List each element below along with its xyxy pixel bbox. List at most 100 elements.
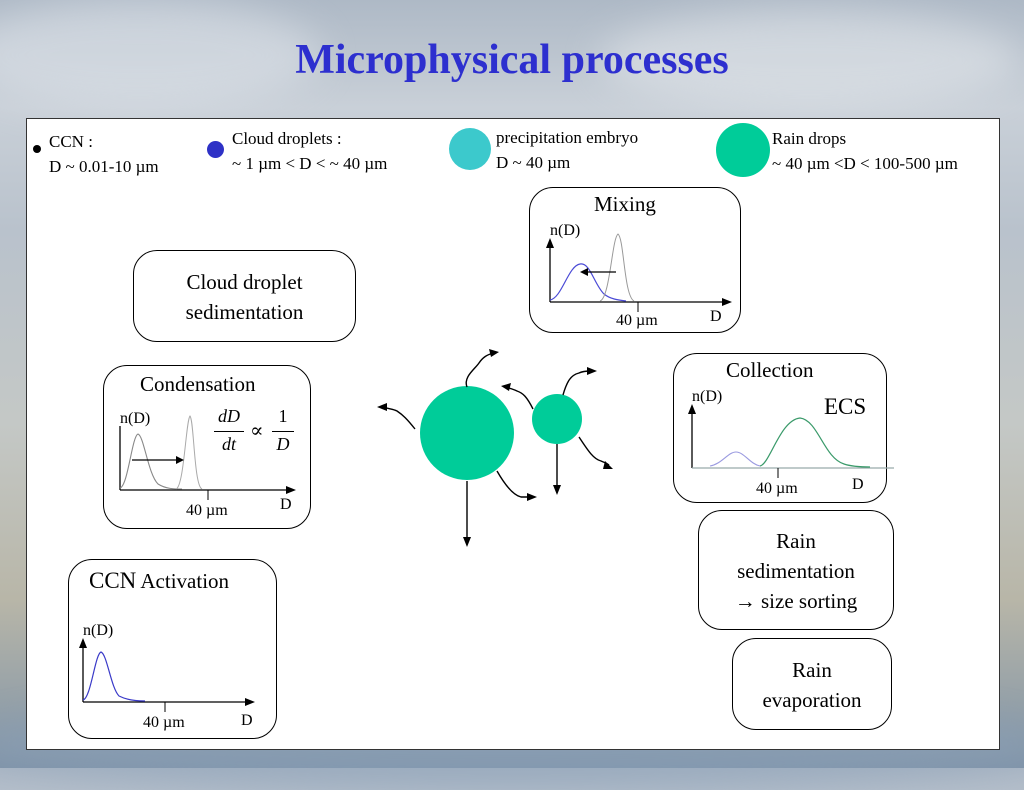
cloud-sedimentation-label: Cloud droplet sedimentation: [134, 267, 355, 327]
condensation-equation: dD dt ∝ 1 D: [212, 406, 308, 458]
mixing-y-arrowhead: [546, 238, 554, 248]
small-drop-up-arrow: [562, 370, 592, 396]
legend-embryo-range: D ~ 40 µm: [496, 153, 571, 172]
condensation-arrowhead: [176, 456, 184, 464]
mixing-cloud-curve: [549, 263, 627, 302]
ccn-activation-ylabel: n(D): [83, 622, 114, 639]
rain-sedimentation-line2: sedimentation: [737, 559, 855, 583]
ccn-dot: [33, 145, 41, 153]
small-rain-drop: [532, 394, 582, 444]
mixing-box: Mixing n(D) 40 µm D: [529, 187, 741, 333]
ccn-activation-xlabel: D: [241, 712, 253, 729]
collection-plot: [688, 404, 894, 478]
condensation-x-arrowhead: [286, 486, 296, 494]
condensation-xlabel: D: [280, 496, 292, 513]
eq-fraction-bar: [214, 431, 244, 432]
mixing-title: Mixing: [594, 192, 656, 216]
eq-denominator: dt: [221, 434, 236, 454]
cloud-sedimentation-line1: Cloud droplet: [186, 270, 303, 294]
collection-cloud-curve: [709, 451, 761, 467]
condensation-box: Condensation n(D) dD dt ∝ 1 D 40 µm D: [103, 365, 311, 529]
eq-proportional: ∝: [250, 420, 264, 442]
legend-ccn: CCN : D ~ 0.01-10 µm: [49, 129, 159, 179]
large-drop-left-arrow: [382, 406, 416, 430]
central-drops-diagram: [377, 349, 613, 547]
collection-ecs-label: ECS: [824, 394, 867, 419]
small-drop-left-arrowhead: [501, 383, 511, 391]
rain-sedimentation-line1: Rain: [776, 529, 816, 553]
condensation-title: Condensation: [140, 372, 256, 396]
legend-rain-drops-range: ~ 40 µm <D < 100-500 µm: [772, 154, 958, 173]
mixing-ylabel: n(D): [550, 222, 581, 239]
legend-rain-drops-title: Rain drops: [772, 129, 847, 148]
ccn-activation-box: CCN Activation n(D) 40 µm D: [68, 559, 277, 739]
collection-y-arrowhead: [688, 404, 696, 414]
rain-sedimentation-line3: → size sorting: [734, 589, 858, 613]
condensation-ylabel: n(D): [120, 410, 151, 427]
small-drop-right-arrow: [578, 436, 610, 466]
eq-right-denominator: D: [276, 434, 290, 454]
collection-box: Collection n(D) ECS 40 µm D: [673, 353, 894, 503]
condensation-initial-curve: [119, 433, 183, 490]
legend-cloud-droplets-title: Cloud droplets :: [232, 129, 342, 148]
ccn-activation-y-arrowhead: [79, 638, 87, 648]
rain-evaporation-box: Rain evaporation: [732, 638, 892, 730]
rain-evaporation-line1: Rain: [792, 658, 832, 682]
large-rain-drop: [420, 386, 514, 480]
large-drop-fall-arrowhead: [463, 537, 471, 547]
legend-rain-drops: Rain drops ~ 40 µm <D < 100-500 µm: [772, 126, 958, 176]
precipitation-embryo-dot: [449, 128, 491, 170]
background-cloud: [600, 10, 1020, 110]
condensation-plot: [119, 415, 296, 500]
cloud-droplet-sedimentation-box: Cloud droplet sedimentation: [133, 250, 356, 342]
rain-sedimentation-label: Rain sedimentation → size sorting: [699, 526, 893, 616]
ccn-activation-title-rest: Activation: [136, 569, 230, 593]
mixing-grey-curve: [599, 233, 635, 302]
mixing-plot: [546, 233, 732, 312]
small-drop-up-arrowhead: [587, 367, 597, 375]
collection-xlabel: D: [852, 476, 864, 493]
rain-evaporation-label: Rain evaporation: [733, 655, 891, 715]
legend-embryo-title: precipitation embryo: [496, 128, 639, 147]
diagram-panel: CCN : D ~ 0.01-10 µm Cloud droplets : ~ …: [26, 118, 1000, 750]
mixing-tick-label: 40 µm: [616, 312, 658, 329]
slide-title: Microphysical processes: [295, 37, 729, 83]
collection-title: Collection: [726, 358, 814, 382]
rain-sedimentation-box: Rain sedimentation → size sorting: [698, 510, 894, 630]
background-cloud: [0, 0, 320, 110]
cloud-droplet-dot: [207, 141, 224, 158]
rain-evaporation-line2: evaporation: [762, 688, 862, 712]
mixing-x-arrowhead: [722, 298, 732, 306]
large-drop-up-arrow: [465, 352, 494, 388]
collection-rain-curve: [759, 417, 871, 468]
legend-ccn-range: D ~ 0.01-10 µm: [49, 157, 159, 176]
mixing-arrowhead: [580, 268, 588, 276]
ccn-activation-tick-label: 40 µm: [143, 714, 185, 731]
eq-right-numerator: 1: [278, 406, 288, 426]
large-drop-right-arrowhead: [527, 493, 537, 501]
small-drop-right-arrowhead: [603, 461, 613, 469]
ccn-activation-plot: [79, 638, 255, 712]
ccn-activation-curve: [82, 651, 146, 702]
large-drop-up-arrowhead: [489, 349, 499, 357]
ccn-activation-title: CCN Activation: [89, 568, 229, 594]
large-drop-left-arrowhead: [377, 403, 387, 411]
collection-ylabel: n(D): [692, 388, 723, 405]
large-drop-right-arrow: [496, 470, 531, 498]
legend-precipitation-embryo: precipitation embryo D ~ 40 µm: [496, 125, 638, 175]
legend-ccn-title: CCN :: [49, 132, 93, 151]
small-drop-fall-arrowhead: [553, 485, 561, 495]
legend-cloud-droplets: Cloud droplets : ~ 1 µm < D < ~ 40 µm: [232, 126, 387, 176]
eq-right-bar: [272, 431, 294, 432]
cloud-sedimentation-line2: sedimentation: [185, 300, 304, 324]
legend-cloud-droplets-range: ~ 1 µm < D < ~ 40 µm: [232, 154, 388, 173]
ccn-activation-title-ccn: CCN: [89, 568, 137, 593]
condensation-tick-label: 40 µm: [186, 502, 228, 519]
eq-numerator: dD: [218, 406, 240, 426]
rain-drop-dot: [716, 123, 770, 177]
condensation-grown-curve: [175, 415, 203, 490]
collection-tick-label: 40 µm: [756, 480, 798, 497]
small-drop-left-arrow: [506, 386, 534, 410]
ccn-activation-x-arrowhead: [245, 698, 255, 706]
mixing-xlabel: D: [710, 308, 722, 325]
